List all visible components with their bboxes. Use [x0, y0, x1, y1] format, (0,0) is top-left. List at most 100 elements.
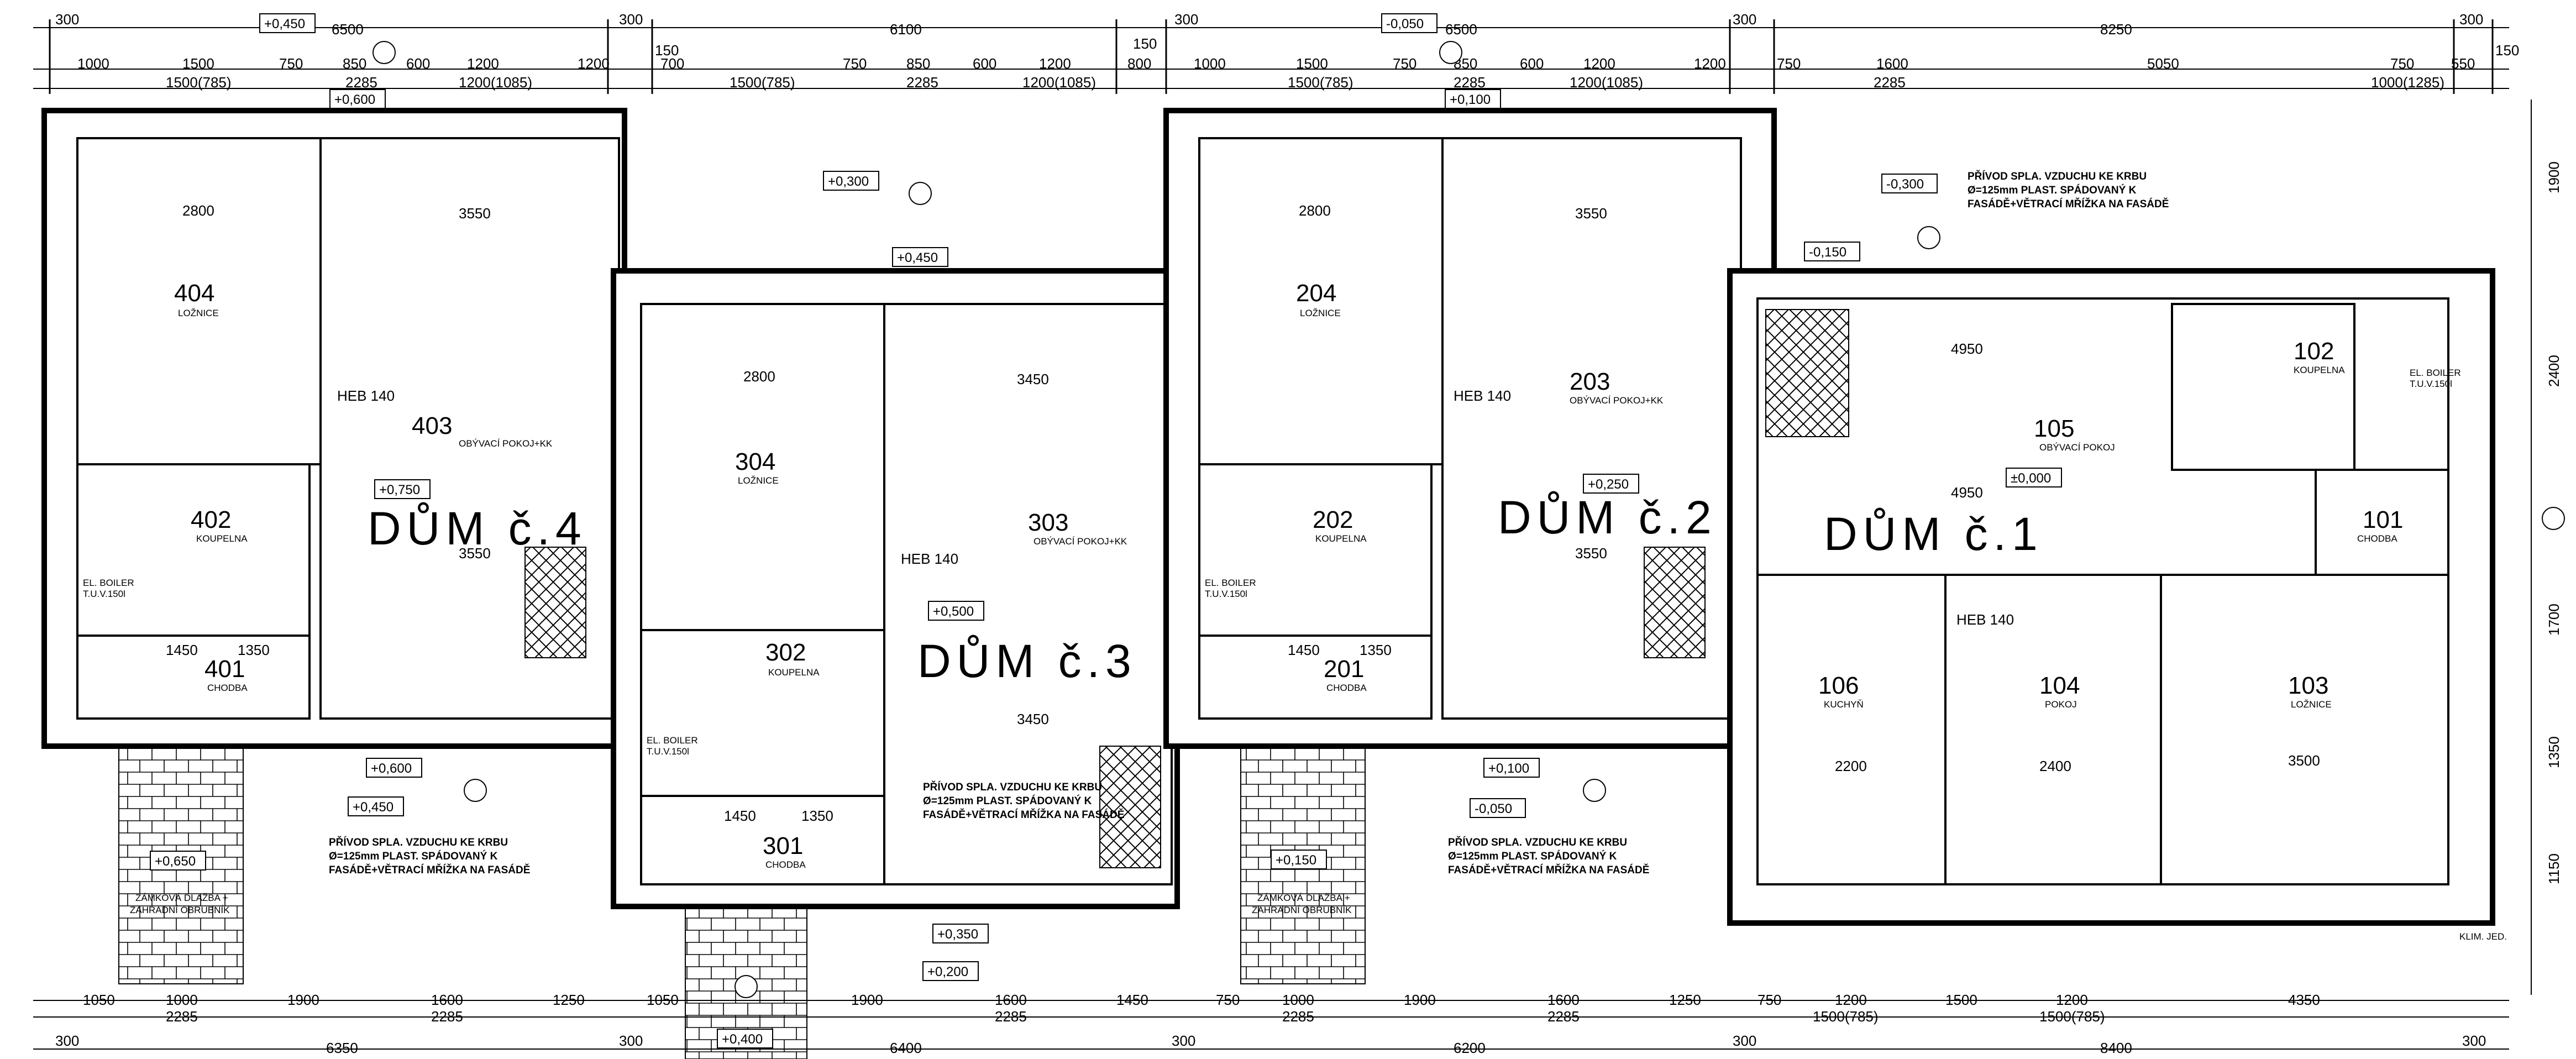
house-3: 304 LOŽNICE 303 OBÝVACÍ POKOJ+KK 302 KOU…	[611, 268, 1180, 1059]
boiler-label: T.U.V.150l	[647, 746, 689, 757]
note-line: FASÁDĚ+VĚTRACÍ MŘÍŽKA NA FASÁDĚ	[1448, 864, 1649, 876]
house-1: 105 OBÝVACÍ POKOJ 106 KUCHYŇ 104 POKOJ 1…	[1727, 268, 2507, 942]
dim: 1150	[2546, 853, 2562, 884]
level-tag: +0,350	[937, 927, 978, 942]
dim: 3550	[459, 545, 491, 562]
section-markers	[373, 41, 2565, 998]
dim-bottom-row1: 1050 1000 1900 1600 1250 1050 1900 1600 …	[83, 992, 2320, 1008]
fireplace	[1644, 547, 1706, 658]
air-intake-note-2: PŘÍVOD SPLA. VZDUCHU KE KRBU Ø=125mm PLA…	[1448, 836, 1649, 876]
dim: 3550	[1575, 205, 1607, 222]
paving-label: ZAHRADNÍ OBRUBNÍK	[1252, 905, 1352, 915]
level-tag: +0,600	[334, 92, 375, 107]
dim: 8400	[2100, 1040, 2132, 1056]
beam-label: HEB 140	[901, 551, 958, 567]
dim: 2400	[2039, 758, 2071, 774]
dim: 6400	[890, 1040, 922, 1056]
room-name: OBÝVACÍ POKOJ	[2039, 442, 2115, 453]
note-line: Ø=125mm PLAST. SPÁDOVANÝ K	[1968, 184, 2137, 196]
room-number: 104	[2039, 672, 2080, 699]
dim: 750	[2390, 55, 2414, 72]
dim: 2285	[431, 1008, 463, 1025]
room-number: 403	[412, 412, 452, 439]
boiler-label: EL. BOILER	[2410, 368, 2461, 378]
dim: 1050	[647, 992, 679, 1008]
dim-top-1: 300	[1174, 11, 1198, 28]
level-tag: +0,300	[828, 174, 869, 189]
room-name: OBÝVACÍ POKOJ+KK	[1033, 536, 1127, 547]
dim: 1450	[166, 642, 198, 658]
dim-top-row2: 1000 1500 750 850 600 1200 1200 150 700 …	[77, 42, 2519, 72]
dim: 2800	[1299, 202, 1331, 219]
room-name: CHODBA	[2357, 533, 2397, 544]
dim: 3450	[1017, 711, 1049, 727]
fireplace	[524, 547, 586, 658]
dim: 2285	[1874, 74, 1906, 91]
dim: 600	[1520, 55, 1544, 72]
dim: 2800	[743, 368, 775, 385]
dim-bottom-row3: 300 6350 300 6400 300 6200 300 8400 300	[55, 1032, 2486, 1056]
dim: 1000	[166, 992, 198, 1008]
dim: 1200(1085)	[1570, 74, 1643, 91]
dim: 1200	[1835, 992, 1867, 1008]
dim: 1000	[1194, 55, 1226, 72]
dim: 3550	[1575, 545, 1607, 562]
level-tag: -0,300	[1886, 177, 1924, 192]
room-number: 302	[765, 639, 806, 666]
dim-top-1: 6500	[332, 21, 364, 38]
room-name: KUCHYŇ	[1824, 699, 1864, 710]
level-tag: +0,150	[1276, 853, 1316, 868]
level-tag: +0,400	[722, 1032, 763, 1047]
dim: 150	[2495, 42, 2519, 59]
note-line: PŘÍVOD SPLA. VZDUCHU KE KRBU	[329, 836, 508, 848]
dim: 1500	[182, 55, 214, 72]
dim: 600	[406, 55, 430, 72]
dim: 850	[906, 55, 930, 72]
beam-label: HEB 140	[1454, 387, 1511, 404]
note-line: PŘÍVOD SPLA. VZDUCHU KE KRBU	[1448, 836, 1627, 848]
level-tag: ±0,000	[2011, 471, 2051, 486]
dim: 850	[343, 55, 366, 72]
house-2: 204 LOŽNICE 203 OBÝVACÍ POKOJ+KK 202 KOU…	[1163, 108, 1777, 984]
dim-top-1: 300	[619, 11, 643, 28]
dim: 1200	[2056, 992, 2088, 1008]
room-name: KOUPELNA	[1315, 533, 1367, 544]
dim: 1350	[238, 642, 270, 658]
dim: 1700	[2546, 604, 2562, 636]
right-dimension-chain: 1900 2400 1700 1350 1150	[2531, 99, 2562, 995]
room-number: 301	[763, 832, 803, 859]
beam-label: HEB 140	[1956, 611, 2014, 628]
dim: 4950	[1951, 484, 1983, 501]
level-tag: +0,250	[1588, 477, 1629, 492]
bottom-dimension-chain: 1050 1000 1900 1600 1250 1050 1900 1600 …	[33, 992, 2509, 1056]
dim: 2200	[1835, 758, 1867, 774]
dim: 1600	[1547, 992, 1580, 1008]
dim: 750	[1757, 992, 1781, 1008]
boiler-label: T.U.V.150l	[83, 589, 125, 599]
dim: 1900	[1404, 992, 1436, 1008]
room-name: KOUPELNA	[2294, 365, 2345, 375]
dim: 1250	[1669, 992, 1701, 1008]
dim: 1900	[2546, 161, 2562, 193]
level-tag: +0,450	[353, 800, 394, 815]
dim: 2285	[345, 74, 377, 91]
dim: 3450	[1017, 371, 1049, 387]
note-line: FASÁDĚ+VĚTRACÍ MŘÍŽKA NA FASÁDĚ	[329, 864, 530, 876]
boiler-label: T.U.V.150l	[2410, 379, 2452, 389]
room-name: LOŽNICE	[178, 308, 219, 318]
dim: 1450	[1116, 992, 1148, 1008]
air-intake-note-4: PŘÍVOD SPLA. VZDUCHU KE KRBU Ø=125mm PLA…	[329, 836, 530, 876]
note-line: FASÁDĚ+VĚTRACÍ MŘÍŽKA NA FASÁDĚ	[923, 809, 1124, 821]
dim: 2285	[166, 1008, 198, 1025]
room-name: OBÝVACÍ POKOJ+KK	[459, 438, 553, 449]
dim: 550	[2451, 55, 2475, 72]
room-name: OBÝVACÍ POKOJ+KK	[1570, 395, 1664, 406]
dim-top-1: 6500	[1445, 21, 1477, 38]
paving-label: ZÁMKOVÁ DLAŽBA +	[1257, 893, 1350, 903]
dim: 4350	[2288, 992, 2320, 1008]
room-name: LOŽNICE	[2291, 699, 2332, 710]
room-number: 101	[2363, 506, 2403, 533]
room-name: POKOJ	[2045, 699, 2077, 710]
room-name: LOŽNICE	[738, 475, 779, 486]
